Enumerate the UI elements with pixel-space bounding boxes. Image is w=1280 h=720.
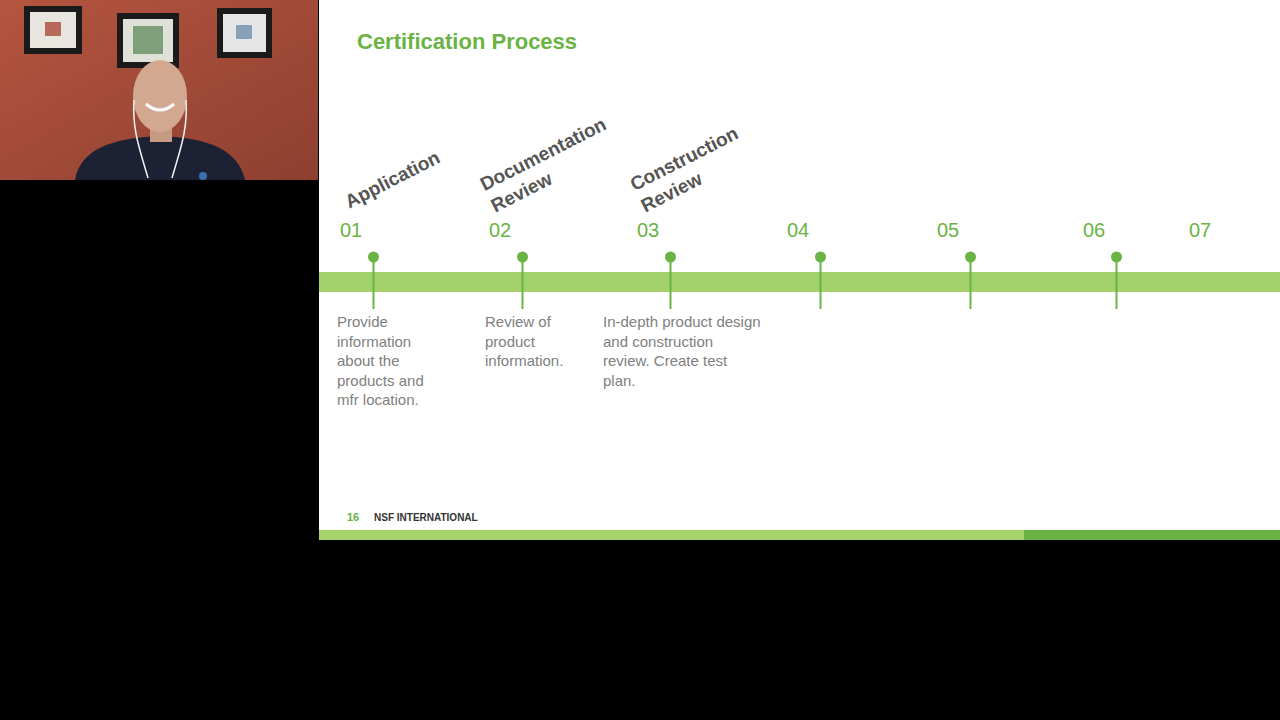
picture-frame xyxy=(24,6,82,54)
slide-area xyxy=(319,0,1280,540)
footer-brand: NSF INTERNATIONAL xyxy=(374,511,478,524)
step-number: 03 xyxy=(637,218,659,242)
marker-dot xyxy=(666,253,675,262)
step-number: 01 xyxy=(340,218,362,242)
marker-stem xyxy=(970,257,972,309)
marker-dot xyxy=(1112,253,1121,262)
marker-stem xyxy=(522,257,524,309)
step-number: 07 xyxy=(1189,218,1211,242)
picture-art xyxy=(236,25,252,39)
step-number: 05 xyxy=(937,218,959,242)
earphone-cord xyxy=(172,100,186,178)
marker-stem xyxy=(373,257,375,309)
picture-frame xyxy=(217,8,272,58)
picture-mat xyxy=(30,12,76,48)
person-shirt xyxy=(75,136,245,180)
earphone-cord xyxy=(134,100,148,178)
step-description: Review of product information. xyxy=(485,312,581,371)
marker-dot xyxy=(518,253,527,262)
marker-dot xyxy=(369,253,378,262)
timeline-markers xyxy=(369,253,1121,310)
step-number: 06 xyxy=(1083,218,1105,242)
shirt-logo xyxy=(199,172,207,180)
marker-dot xyxy=(816,253,825,262)
slide-title: Certification Process xyxy=(357,29,577,55)
picture-art xyxy=(45,22,61,36)
page-number: 16 xyxy=(347,511,359,524)
step-description: Provide information about the products a… xyxy=(337,312,441,410)
timeline-band xyxy=(319,272,1280,292)
picture-mat xyxy=(223,14,266,52)
webcam-wall xyxy=(0,0,318,180)
marker-dot xyxy=(966,253,975,262)
step-number: 04 xyxy=(787,218,809,242)
footer-bar-dark xyxy=(1024,530,1280,540)
step-number: 02 xyxy=(489,218,511,242)
step-description: In-depth product design and construction… xyxy=(603,312,761,390)
picture-art xyxy=(133,26,163,54)
marker-stem xyxy=(670,257,672,309)
marker-stem xyxy=(820,257,822,309)
person-head xyxy=(133,60,187,132)
person-smile xyxy=(146,104,174,110)
marker-stem xyxy=(1116,257,1118,309)
footer-bar-light xyxy=(319,530,1024,540)
picture-frame xyxy=(117,13,179,68)
picture-mat xyxy=(123,19,173,62)
